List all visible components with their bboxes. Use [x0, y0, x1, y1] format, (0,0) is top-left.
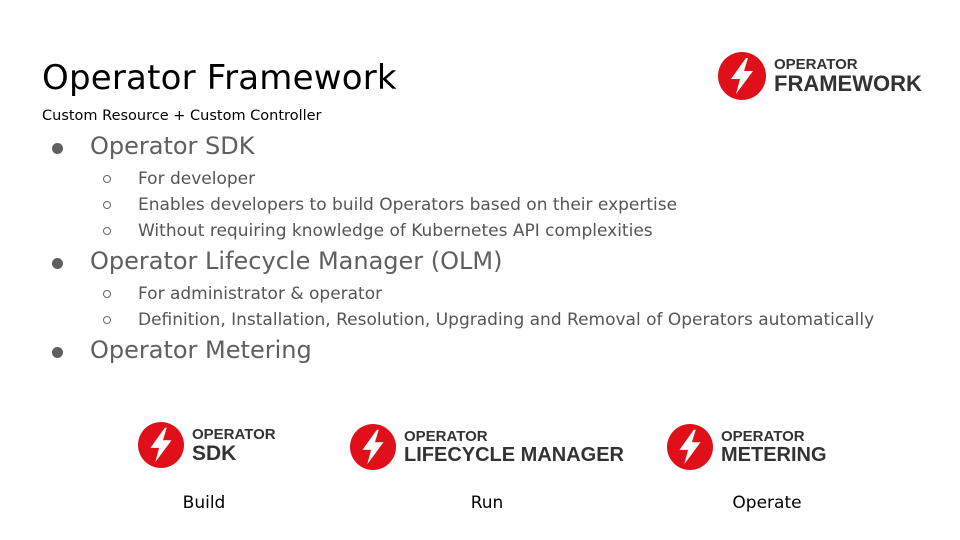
sub-bullet-item: For administrator & operator [138, 284, 383, 304]
lightning-bolt-icon [718, 52, 766, 100]
bullet-operator-metering: Operator Metering [90, 336, 312, 364]
operator-sdk-logo: OPERATOR SDK [138, 422, 276, 468]
sub-bullet-item: Definition, Installation, Resolution, Up… [138, 310, 875, 330]
page-title: Operator Framework [42, 58, 397, 98]
caption-build: Build [182, 493, 226, 513]
sub-bullet-ring [103, 290, 111, 298]
bullet-dot [52, 347, 63, 358]
lightning-bolt-icon [350, 424, 396, 470]
sub-bullet-item: For developer [138, 169, 256, 189]
sub-bullet-item: Without requiring knowledge of Kubernete… [138, 221, 653, 241]
caption-operate: Operate [732, 493, 802, 513]
logo-top-text: OPERATOR [721, 428, 805, 445]
logo-top-text: OPERATOR [774, 56, 858, 73]
lightning-bolt-icon [138, 422, 184, 468]
logo-top-text: OPERATOR [404, 428, 488, 445]
sub-bullet-ring [103, 201, 111, 209]
bullet-dot [52, 143, 63, 154]
operator-lifecycle-manager-logo: OPERATOR LIFECYCLE MANAGER [350, 424, 624, 470]
sub-bullet-ring [103, 227, 111, 235]
logo-bottom-text: LIFECYCLE MANAGER [404, 444, 624, 466]
sub-bullet-ring [103, 175, 111, 183]
operator-framework-logo: OPERATOR FRAMEWORK [718, 52, 922, 100]
page-subtitle: Custom Resource + Custom Controller [42, 108, 322, 124]
logo-bottom-text: FRAMEWORK [774, 71, 922, 96]
sub-bullet-ring [103, 316, 111, 324]
lightning-bolt-icon [667, 424, 713, 470]
logo-bottom-text: METERING [721, 444, 827, 466]
logo-bottom-text: SDK [192, 441, 237, 465]
operator-metering-logo: OPERATOR METERING [667, 424, 827, 470]
bullet-dot [52, 258, 63, 269]
logo-top-text: OPERATOR [192, 425, 276, 443]
bullet-operator-sdk: Operator SDK [90, 132, 255, 160]
bullet-olm: Operator Lifecycle Manager (OLM) [90, 247, 503, 275]
sub-bullet-item: Enables developers to build Operators ba… [138, 195, 678, 215]
caption-run: Run [470, 493, 504, 513]
